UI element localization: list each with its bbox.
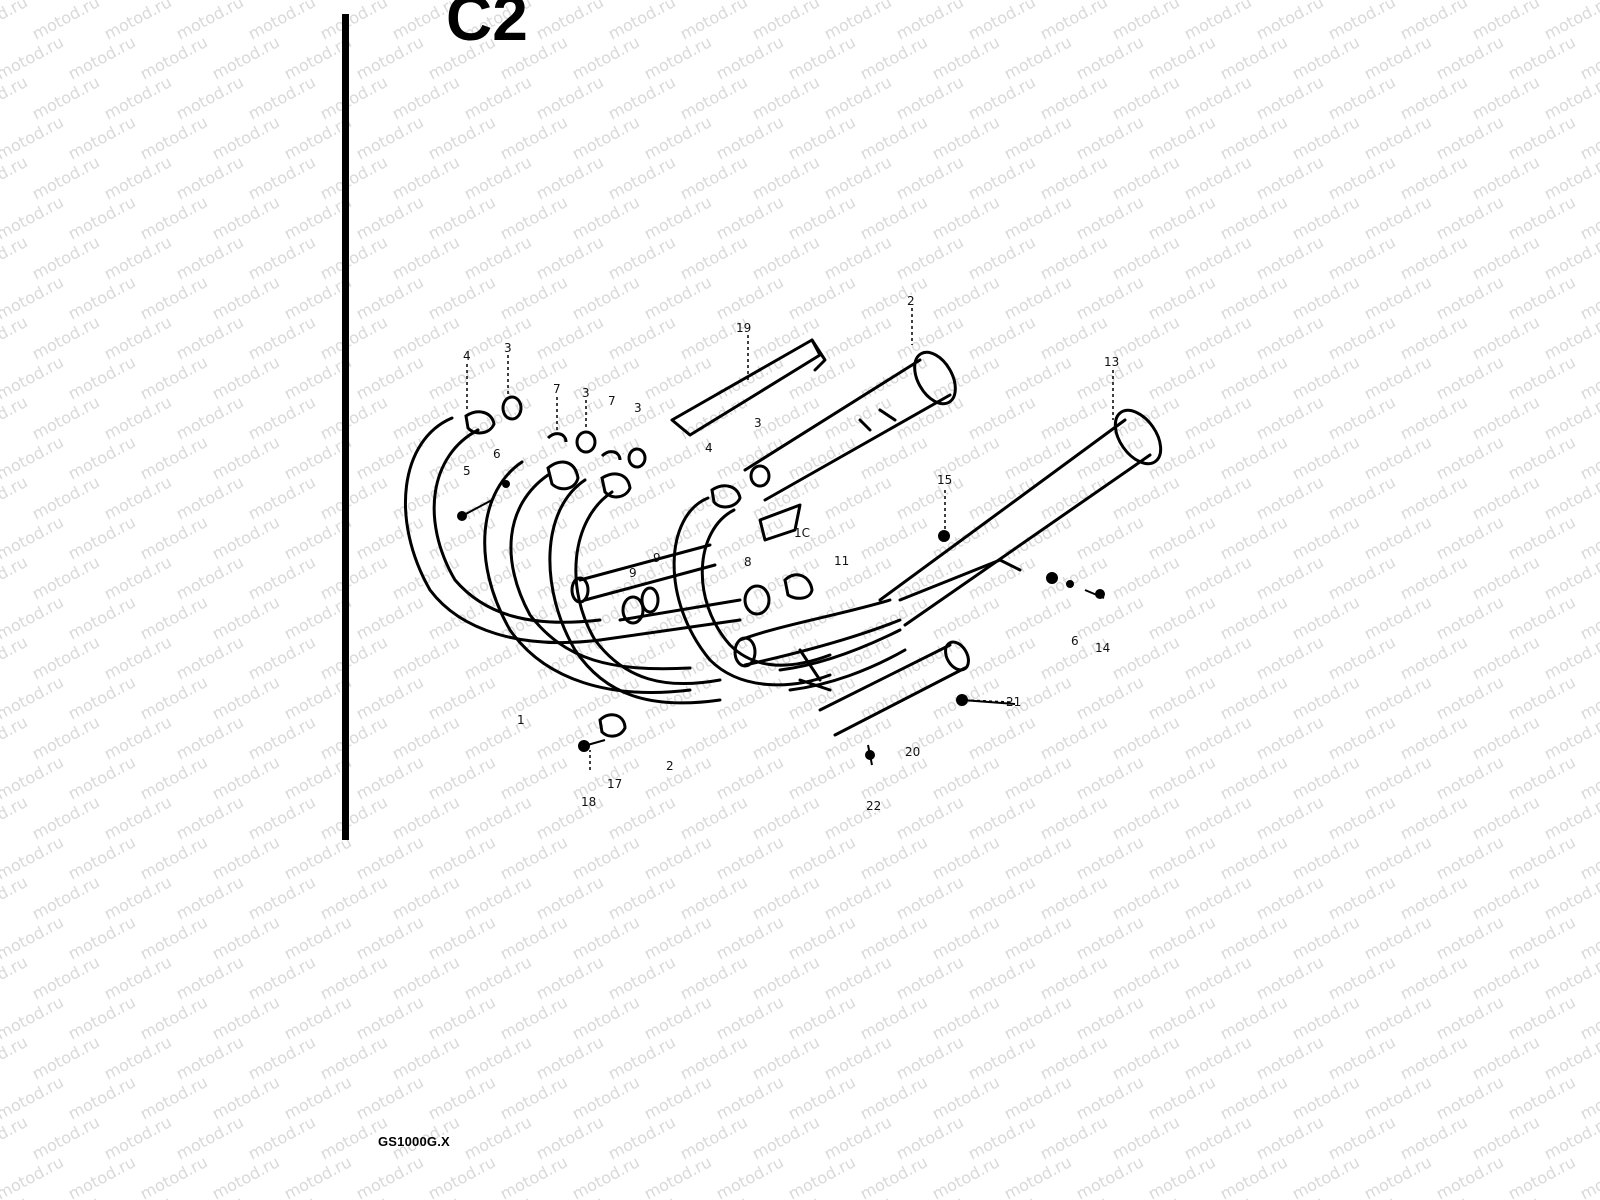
callout-3: 3 xyxy=(504,341,512,355)
seal-8 xyxy=(743,584,771,616)
gasket-3a xyxy=(501,395,523,421)
clamp-11 xyxy=(783,573,814,600)
muffler-upper xyxy=(743,350,957,502)
callout-14: 14 xyxy=(1095,641,1110,655)
model-label: GS1000G.X xyxy=(378,1134,450,1149)
callout-6: 6 xyxy=(1071,634,1079,648)
seal-9b xyxy=(640,586,660,614)
callout-20: 20 xyxy=(905,745,920,759)
exhaust-pipe-3 xyxy=(548,478,722,705)
flange-pipe3 xyxy=(600,472,632,499)
callout-15: 15 xyxy=(937,473,952,487)
small-parts xyxy=(464,395,814,738)
flange-4a xyxy=(464,410,496,435)
flange-4b xyxy=(710,484,742,509)
callout-11: 11 xyxy=(834,554,849,568)
y-joint xyxy=(733,598,907,692)
callout-5: 5 xyxy=(463,464,471,478)
callout-1: 1 xyxy=(517,713,525,727)
callout-9: 9 xyxy=(629,566,637,580)
gasket-3d xyxy=(749,464,771,488)
section-title: C2 xyxy=(446,0,528,54)
seal-9a xyxy=(621,595,645,625)
callout-4: 4 xyxy=(463,349,471,363)
callout-3: 3 xyxy=(634,401,642,415)
callout-13: 13 xyxy=(1104,355,1119,369)
gasket-3b xyxy=(575,430,597,454)
muffler-clamp xyxy=(758,503,802,542)
clamp-17 xyxy=(598,713,627,738)
callout-6: 6 xyxy=(493,447,501,461)
callout-2: 2 xyxy=(666,759,674,773)
callout-7: 7 xyxy=(553,382,561,396)
clip-7b xyxy=(600,450,622,461)
leader-lines xyxy=(466,308,1114,770)
callout-8: 8 xyxy=(744,555,752,569)
callout-18: 18 xyxy=(581,795,596,809)
callout-9: 9 xyxy=(653,551,661,565)
exhaust-pipe-4 xyxy=(672,496,832,687)
callout-7: 7 xyxy=(608,394,616,408)
clip-7a xyxy=(546,432,568,443)
callout-3: 3 xyxy=(754,416,762,430)
callout-22: 22 xyxy=(866,799,881,813)
tail-pipe xyxy=(818,640,970,737)
gasket-3c xyxy=(627,447,647,469)
page-border-line xyxy=(342,14,349,840)
callout-19: 19 xyxy=(736,321,751,335)
callouts: 4 3 7 3 7 3 19 2 13 6 5 3 4 1C 15 9 9 8 … xyxy=(463,294,1119,813)
callout-4: 4 xyxy=(705,441,713,455)
callout-21: 21 xyxy=(1006,695,1021,709)
exhaust-pipe-1 xyxy=(403,416,602,644)
muffler-lower xyxy=(878,408,1163,627)
callout-10: 1C xyxy=(794,526,810,540)
callout-3: 3 xyxy=(582,386,590,400)
heat-shield xyxy=(670,338,827,437)
callout-17: 17 xyxy=(607,777,622,791)
exhaust-pipes xyxy=(403,338,1163,737)
bolts xyxy=(457,480,1105,766)
flange-6 xyxy=(546,460,580,491)
callout-2: 2 xyxy=(907,294,915,308)
